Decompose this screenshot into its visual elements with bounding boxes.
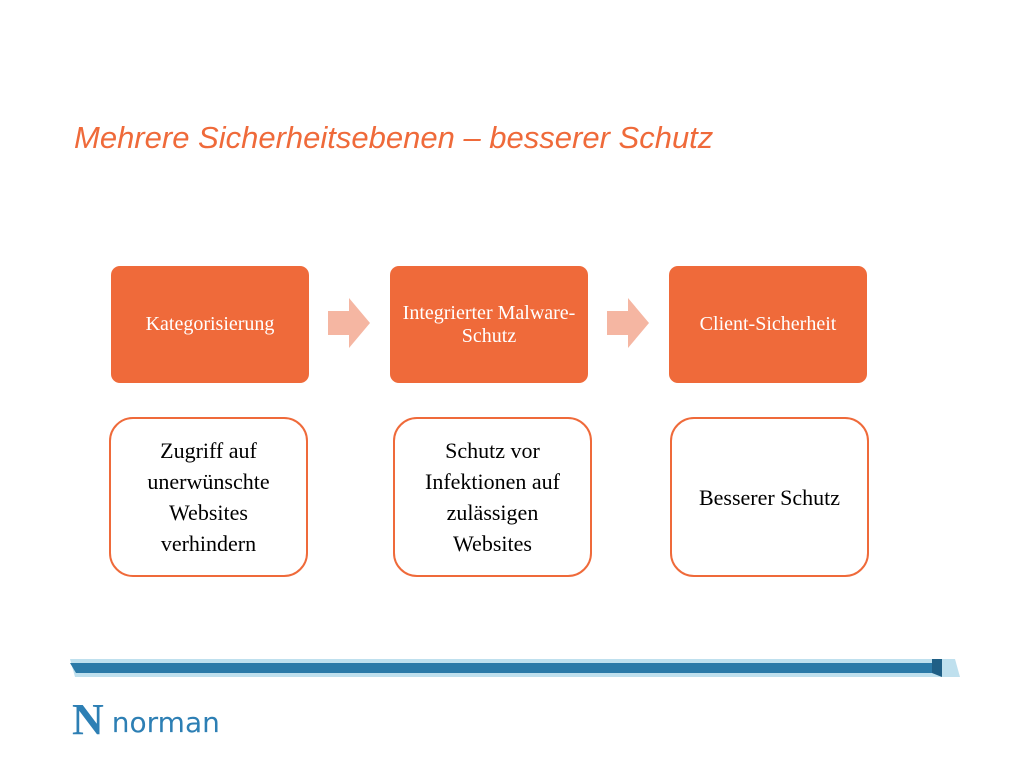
card-schutz-vor-infektionen: Schutz vor Infektionen auf zulässigen We… bbox=[393, 417, 592, 577]
right-arrow-icon bbox=[328, 298, 370, 348]
step-box-malware-schutz: Integrierter Malware-Schutz bbox=[390, 266, 588, 383]
card-besserer-schutz: Besserer Schutz bbox=[670, 417, 869, 577]
card-zugriff: Zugriff auf unerwünschte Websites verhin… bbox=[109, 417, 308, 577]
logo-text: norman bbox=[111, 706, 220, 739]
right-arrow-icon bbox=[607, 298, 649, 348]
logo-letter: N bbox=[72, 695, 104, 744]
footer-divider-bar bbox=[70, 659, 960, 677]
step-box-client-sicherheit: Client-Sicherheit bbox=[669, 266, 867, 383]
norman-logo: N norman bbox=[72, 695, 220, 744]
slide-title: Mehrere Sicherheitsebenen – besserer Sch… bbox=[74, 120, 714, 155]
step-box-kategorisierung: Kategorisierung bbox=[111, 266, 309, 383]
